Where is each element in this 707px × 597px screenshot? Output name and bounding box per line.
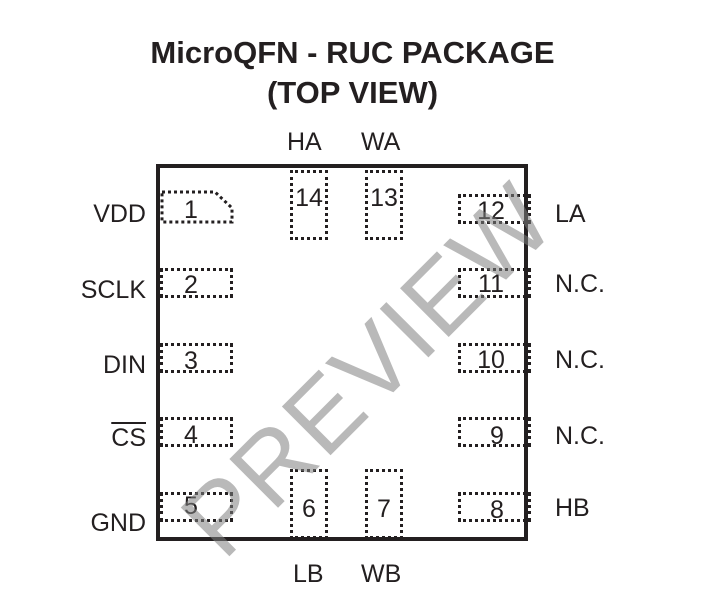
pin-4-label: CS	[111, 424, 146, 452]
pin-6-pad	[290, 469, 328, 539]
pin-12-label: LA	[555, 200, 586, 228]
pin-11-pad	[458, 268, 531, 298]
pin-8-number: 8	[490, 496, 504, 524]
pin-8-pad	[458, 492, 531, 522]
pin-12-number: 12	[477, 197, 505, 225]
pin-13-label: WA	[361, 128, 401, 156]
diagram-title: MicroQFN - RUC PACKAGE	[150, 35, 555, 70]
pin-9-number: 9	[490, 422, 504, 450]
pin-3-pad	[160, 343, 233, 373]
pin-8-label: HB	[555, 494, 590, 522]
pin-11-number: 11	[478, 270, 504, 298]
pin-14-label: HA	[287, 128, 322, 156]
diagram-subtitle: (TOP VIEW)	[266, 75, 439, 110]
pin-6-number: 6	[302, 495, 316, 523]
pin-7-label: WB	[361, 560, 402, 588]
pin-13-number: 13	[370, 184, 398, 212]
pin-9-label: N.C.	[555, 422, 605, 450]
pin-2-number: 2	[184, 271, 198, 299]
pin-12-pad	[458, 194, 531, 224]
pin-2-label: SCLK	[80, 276, 146, 304]
pin-7-pad	[365, 469, 403, 539]
pin-7-number: 7	[377, 495, 391, 523]
pin-14-pad	[290, 170, 328, 240]
pin-1-label: VDD	[93, 200, 146, 228]
pin-1-number: 1	[184, 196, 198, 224]
pin-10-label: N.C.	[555, 346, 605, 374]
pin-9-pad	[458, 417, 531, 447]
pin-14-number: 14	[295, 184, 323, 212]
pin-5-label: GND	[90, 509, 146, 537]
pin-3-number: 3	[184, 347, 198, 375]
pin-1-pad	[160, 190, 234, 224]
pin-3-label: DIN	[102, 351, 146, 379]
pin-5-number: 5	[184, 492, 198, 520]
pin-10-number: 10	[477, 346, 505, 374]
pin-5-pad	[160, 492, 233, 522]
pin-13-pad	[365, 170, 403, 240]
pin-10-pad	[458, 343, 531, 373]
package-outline	[156, 164, 528, 541]
pin-6-label: LB	[293, 560, 324, 588]
pin-4-pad	[160, 417, 233, 447]
pin-2-pad	[160, 268, 233, 298]
pin-11-label: N.C.	[555, 270, 605, 298]
pin-4-number: 4	[184, 421, 198, 449]
